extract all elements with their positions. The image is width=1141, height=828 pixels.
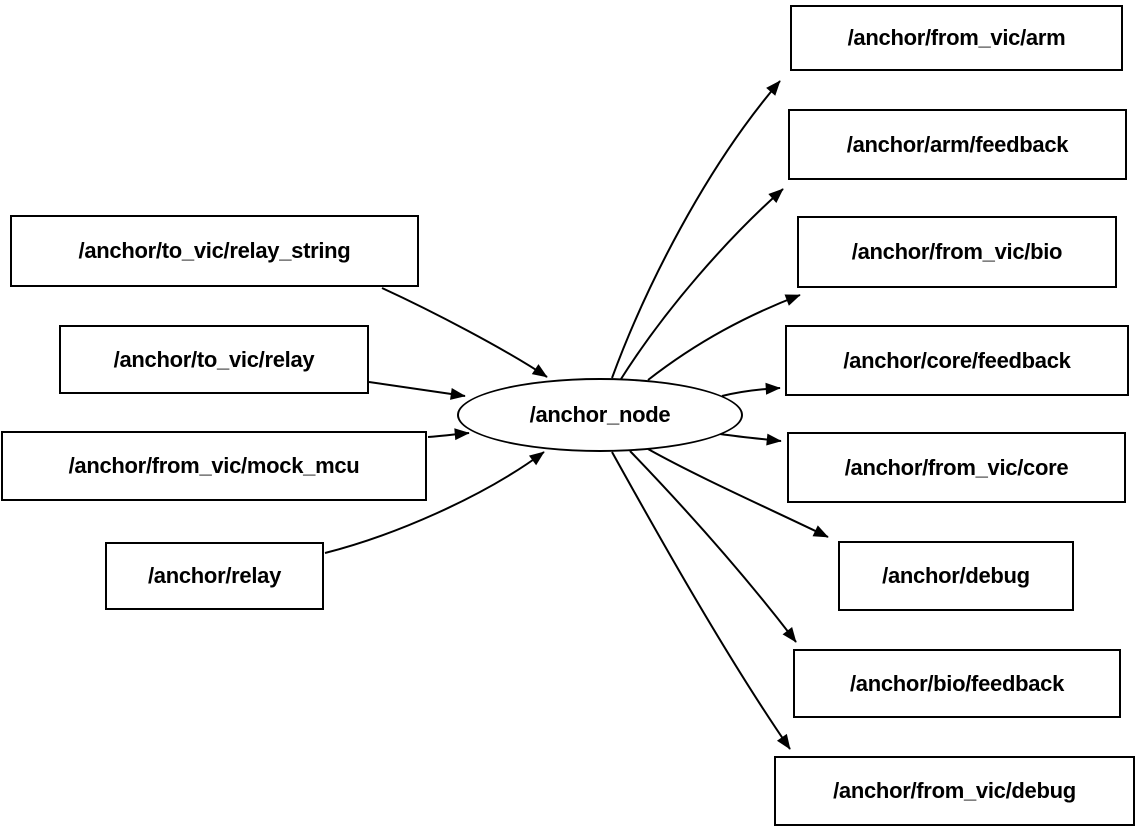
edge-from-vic-mock-mcu--anchor-node xyxy=(427,428,470,441)
edge-anchor-node--bio-feedback xyxy=(629,450,797,643)
edge-anchor-node--from-vic-core xyxy=(719,433,782,446)
node-label: /anchor/to_vic/relay_string xyxy=(78,238,351,263)
edge-to-vic-relay-string--anchor-node xyxy=(381,287,548,378)
topic-node-from-vic-debug: /anchor/from_vic/debug xyxy=(774,756,1135,826)
node-label: /anchor/debug xyxy=(882,563,1030,588)
topic-node-relay: /anchor/relay xyxy=(105,542,324,610)
node-label: /anchor/bio/feedback xyxy=(849,670,1065,696)
node-label: /anchor/core/feedback xyxy=(843,347,1071,373)
edge-relay--anchor-node xyxy=(324,451,545,554)
node-label: /anchor/arm/feedback xyxy=(846,131,1069,157)
edge-anchor-node--debug xyxy=(647,448,829,538)
edge-anchor-node--from-vic-arm xyxy=(611,80,781,379)
topic-node-bio-feedback: /anchor/bio/feedback xyxy=(793,649,1121,718)
node-label: /anchor_node xyxy=(529,402,671,427)
topic-node-from-vic-core: /anchor/from_vic/core xyxy=(787,432,1126,503)
node-label: /anchor/to_vic/relay xyxy=(113,346,315,372)
edge-anchor-node--from-vic-bio xyxy=(647,294,801,381)
graph-node-anchor-node: /anchor_node xyxy=(457,378,743,452)
topic-node-debug: /anchor/debug xyxy=(838,541,1074,611)
node-label: /anchor/from_vic/bio xyxy=(851,239,1063,264)
topic-node-from-vic-bio: /anchor/from_vic/bio xyxy=(797,216,1117,288)
node-label: /anchor/from_vic/core xyxy=(844,454,1069,480)
node-label: /anchor/from_vic/debug xyxy=(833,778,1076,803)
node-label: /anchor/relay xyxy=(147,563,282,588)
topic-node-arm-feedback: /anchor/arm/feedback xyxy=(788,109,1127,180)
topic-node-from-vic-arm: /anchor/from_vic/arm xyxy=(790,5,1123,71)
topic-node-to-vic-relay: /anchor/to_vic/relay xyxy=(59,325,369,394)
node-label: /anchor/from_vic/arm xyxy=(847,25,1066,50)
edge-anchor-node--core-feedback xyxy=(721,382,781,397)
topic-node-from-vic-mock-mcu: /anchor/from_vic/mock_mcu xyxy=(1,431,427,501)
edge-anchor-node--arm-feedback xyxy=(620,188,784,380)
topic-node-to-vic-relay-string: /anchor/to_vic/relay_string xyxy=(10,215,419,287)
node-label: /anchor/from_vic/mock_mcu xyxy=(68,453,360,478)
edge-to-vic-relay--anchor-node xyxy=(368,381,466,400)
topic-node-core-feedback: /anchor/core/feedback xyxy=(785,325,1129,396)
edge-anchor-node--from-vic-debug xyxy=(611,451,791,750)
